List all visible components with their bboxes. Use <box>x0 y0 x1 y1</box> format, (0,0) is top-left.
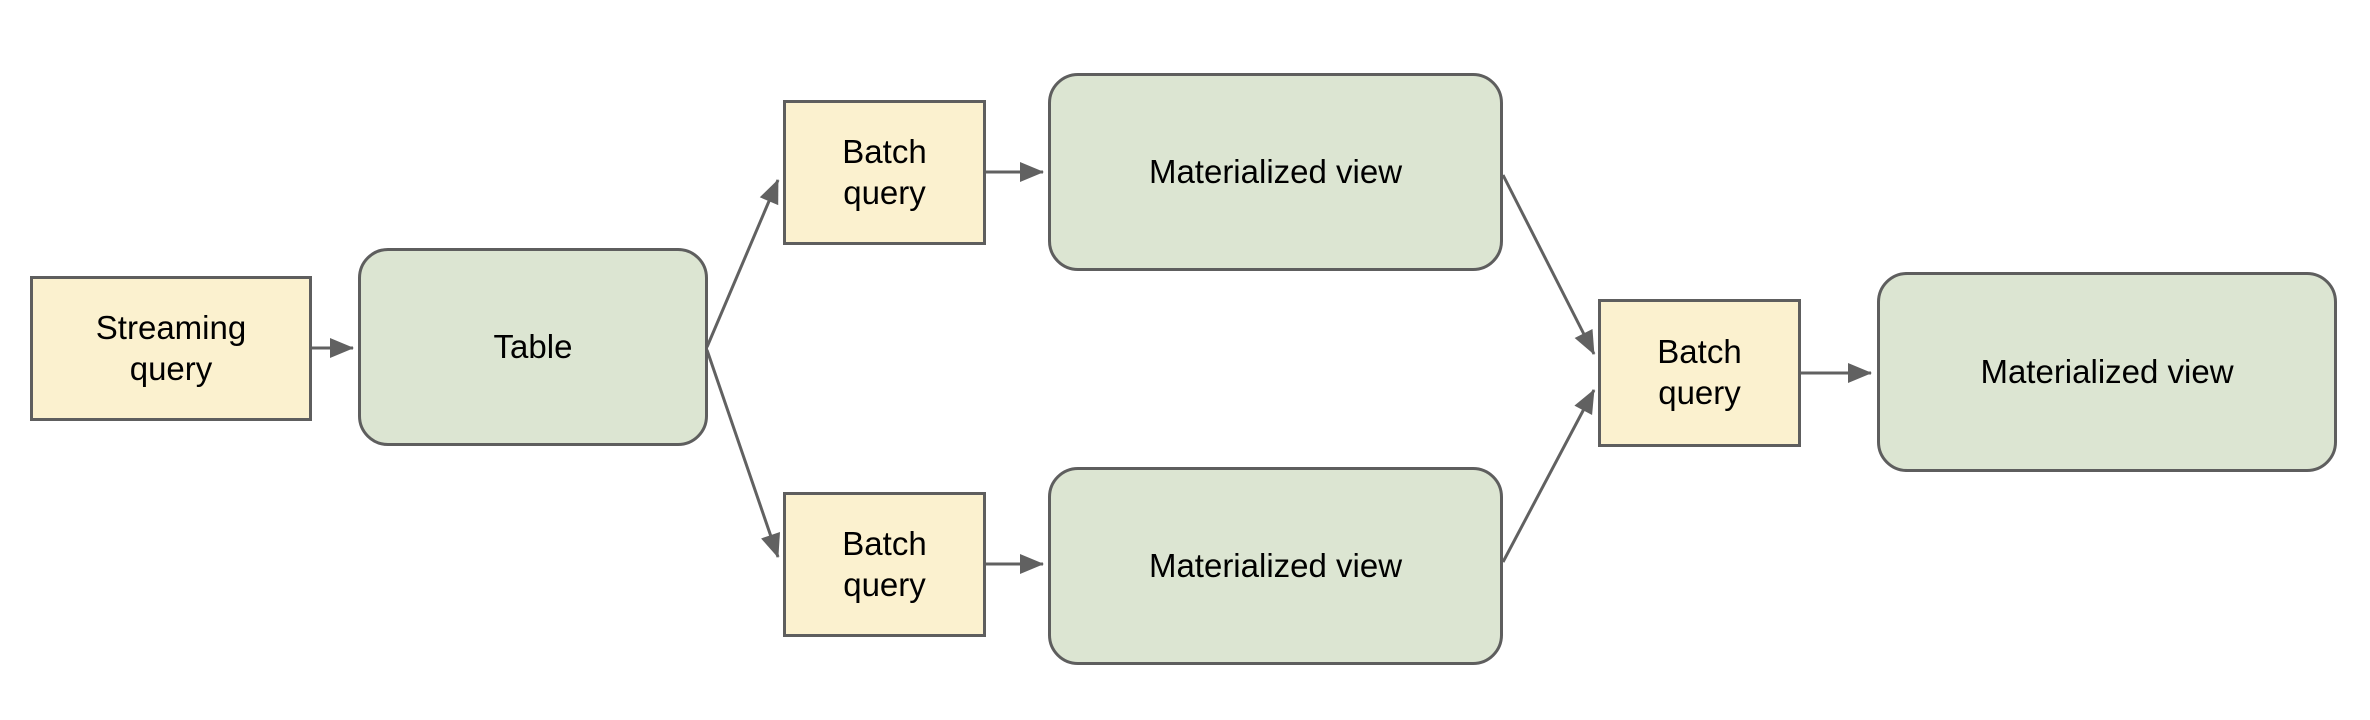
node-batch-query-bottom: Batch query <box>783 492 986 637</box>
node-label: Materialized view <box>1148 546 1403 584</box>
node-streaming-query: Streaming query <box>30 276 312 421</box>
node-label: Streaming query <box>95 308 247 387</box>
edge-materialized-view-bottom-to-batch-query-right <box>1501 389 1596 563</box>
node-label: Batch query <box>842 132 927 211</box>
node-label: Batch query <box>842 524 927 603</box>
node-label: Batch query <box>1657 333 1742 411</box>
node-materialized-view-right: Materialized view <box>1877 272 2337 472</box>
edge-table-to-batch-query-bottom <box>705 349 780 558</box>
node-batch-query-top: Batch query <box>783 100 986 245</box>
edge-materialized-view-top-to-batch-query-right <box>1501 174 1596 355</box>
node-materialized-view-bottom: Materialized view <box>1048 467 1503 665</box>
node-table: Table <box>358 248 708 446</box>
node-materialized-view-top: Materialized view <box>1048 73 1503 271</box>
node-label: Table <box>493 327 573 365</box>
node-label: Materialized view <box>1980 352 2234 390</box>
edge-table-to-batch-query-top <box>705 179 780 348</box>
node-label: Materialized view <box>1148 152 1403 190</box>
node-batch-query-right: Batch query <box>1598 299 1801 447</box>
